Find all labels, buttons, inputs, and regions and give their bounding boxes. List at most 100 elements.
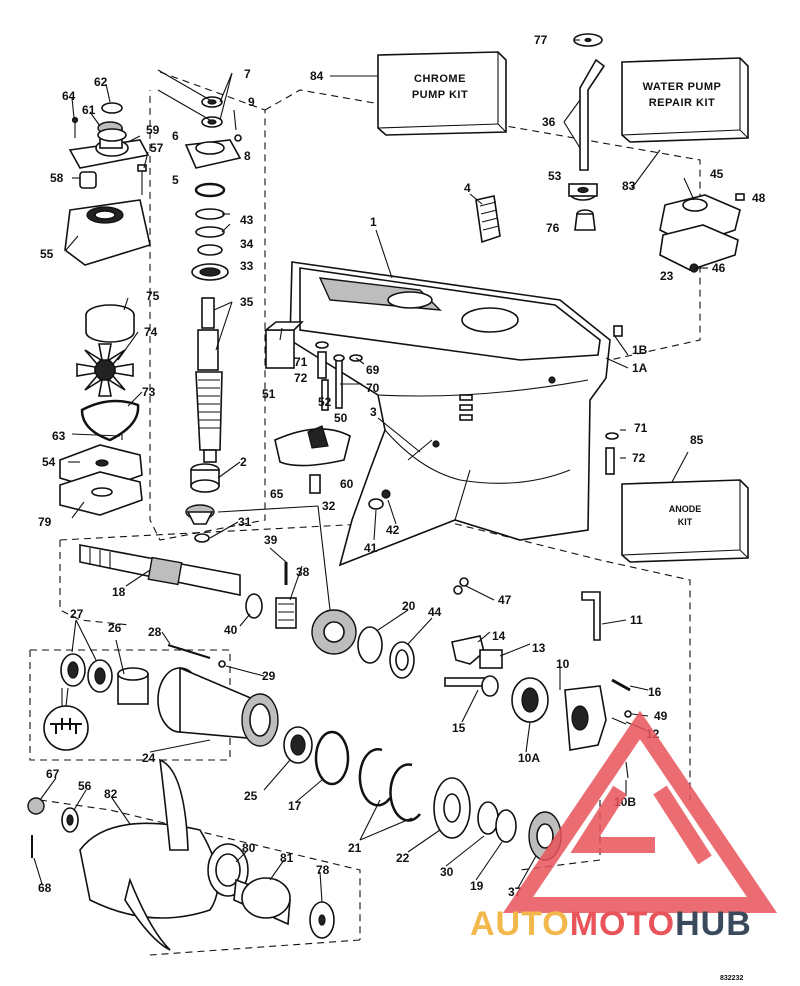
label-70: 70 bbox=[366, 381, 380, 395]
label-22: 22 bbox=[396, 851, 410, 865]
label-84: 84 bbox=[310, 69, 324, 83]
label-69: 69 bbox=[366, 363, 380, 377]
label-41: 41 bbox=[364, 541, 378, 555]
label-49: 49 bbox=[654, 709, 668, 723]
label-6: 6 bbox=[172, 129, 179, 143]
propshaft-parts bbox=[79, 544, 632, 779]
water-pump-repair-kit-box: WATER PUMP REPAIR KIT bbox=[621, 57, 749, 143]
label-68: 68 bbox=[38, 881, 52, 895]
label-29: 29 bbox=[262, 669, 276, 683]
label-60: 60 bbox=[340, 477, 354, 491]
watermark-hub: HUB bbox=[675, 905, 752, 943]
label-44: 44 bbox=[428, 605, 442, 619]
label-40: 40 bbox=[224, 623, 238, 637]
anode-kit-box: ANODE KIT bbox=[621, 479, 749, 563]
automotohub-watermark: AUTOMOTOHUB bbox=[470, 710, 778, 943]
label-45: 45 bbox=[710, 167, 724, 181]
label-1b: 1B bbox=[632, 343, 648, 357]
chrome-pump-kit-label-1: CHROME bbox=[414, 73, 466, 85]
label-47: 47 bbox=[498, 593, 512, 607]
label-64: 64 bbox=[62, 89, 76, 103]
watermark-auto: AUTO bbox=[470, 905, 570, 943]
upper-right-parts bbox=[475, 33, 745, 337]
gearcase-housing bbox=[289, 261, 611, 567]
label-43: 43 bbox=[240, 213, 254, 227]
label-34: 34 bbox=[240, 237, 254, 251]
label-73: 73 bbox=[142, 385, 156, 399]
label-1: 1 bbox=[370, 215, 377, 229]
label-63: 63 bbox=[52, 429, 66, 443]
label-28: 28 bbox=[148, 625, 162, 639]
anode-kit-label-1: ANODE bbox=[669, 504, 702, 514]
label-39: 39 bbox=[264, 533, 278, 547]
label-48: 48 bbox=[752, 191, 766, 205]
label-57: 57 bbox=[150, 141, 164, 155]
label-75: 75 bbox=[146, 289, 160, 303]
label-23: 23 bbox=[660, 269, 674, 283]
label-17: 17 bbox=[288, 799, 302, 813]
label-10a: 10A bbox=[518, 751, 540, 765]
watermark-triangle-logo bbox=[502, 710, 778, 913]
water-pump-kit-label-1: WATER PUMP bbox=[643, 81, 722, 93]
label-14: 14 bbox=[492, 629, 506, 643]
label-53: 53 bbox=[548, 169, 562, 183]
label-35: 35 bbox=[240, 295, 254, 309]
label-11: 11 bbox=[630, 613, 643, 627]
label-26: 26 bbox=[108, 621, 122, 635]
label-7: 7 bbox=[244, 67, 251, 81]
label-61: 61 bbox=[82, 103, 96, 117]
label-15: 15 bbox=[452, 721, 466, 735]
label-3: 3 bbox=[370, 405, 377, 419]
label-71: 71 bbox=[294, 355, 308, 369]
label-24: 24 bbox=[142, 751, 156, 765]
label-18: 18 bbox=[112, 585, 126, 599]
label-65: 65 bbox=[270, 487, 284, 501]
label-72: 72 bbox=[294, 371, 308, 385]
label-8: 8 bbox=[244, 149, 251, 163]
label-82: 82 bbox=[104, 787, 118, 801]
assembly-outlines bbox=[29, 71, 701, 956]
label-76: 76 bbox=[546, 221, 560, 235]
label-42: 42 bbox=[386, 523, 400, 537]
label-56: 56 bbox=[78, 779, 92, 793]
label-50: 50 bbox=[334, 411, 348, 425]
label-59: 59 bbox=[146, 123, 160, 137]
label-4: 4 bbox=[464, 181, 471, 195]
label-25: 25 bbox=[244, 789, 258, 803]
label-5: 5 bbox=[172, 173, 179, 187]
label-1a: 1A bbox=[632, 361, 648, 375]
label-20: 20 bbox=[402, 599, 416, 613]
label-71b: 71 bbox=[634, 421, 648, 435]
label-16: 16 bbox=[648, 685, 662, 699]
label-32: 32 bbox=[322, 499, 336, 513]
label-74: 74 bbox=[144, 325, 158, 339]
label-31: 31 bbox=[238, 515, 252, 529]
label-38: 38 bbox=[296, 565, 310, 579]
label-72b: 72 bbox=[632, 451, 646, 465]
label-10: 10 bbox=[556, 657, 570, 671]
label-27: 27 bbox=[70, 607, 84, 621]
label-52: 52 bbox=[318, 395, 332, 409]
anode-kit-label-2: KIT bbox=[678, 517, 693, 527]
label-13: 13 bbox=[532, 641, 546, 655]
water-pump-parts bbox=[59, 102, 151, 516]
chrome-pump-kit-box: CHROME PUMP KIT bbox=[377, 51, 507, 136]
label-55: 55 bbox=[40, 247, 54, 261]
label-83: 83 bbox=[622, 179, 636, 193]
chrome-pump-kit-label-2: PUMP KIT bbox=[412, 89, 468, 101]
label-77: 77 bbox=[534, 33, 548, 47]
label-79: 79 bbox=[38, 515, 52, 529]
label-62: 62 bbox=[94, 75, 108, 89]
label-46: 46 bbox=[712, 261, 726, 275]
label-58: 58 bbox=[50, 171, 64, 185]
label-54: 54 bbox=[42, 455, 56, 469]
watermark-moto: MOTO bbox=[570, 905, 675, 943]
label-9: 9 bbox=[248, 95, 255, 109]
watermark-text: AUTOMOTOHUB bbox=[470, 905, 752, 943]
label-2: 2 bbox=[240, 455, 247, 469]
label-21: 21 bbox=[348, 841, 362, 855]
diagram-code: 832232 bbox=[720, 975, 743, 982]
label-67: 67 bbox=[46, 767, 60, 781]
leader-lines bbox=[33, 39, 708, 903]
